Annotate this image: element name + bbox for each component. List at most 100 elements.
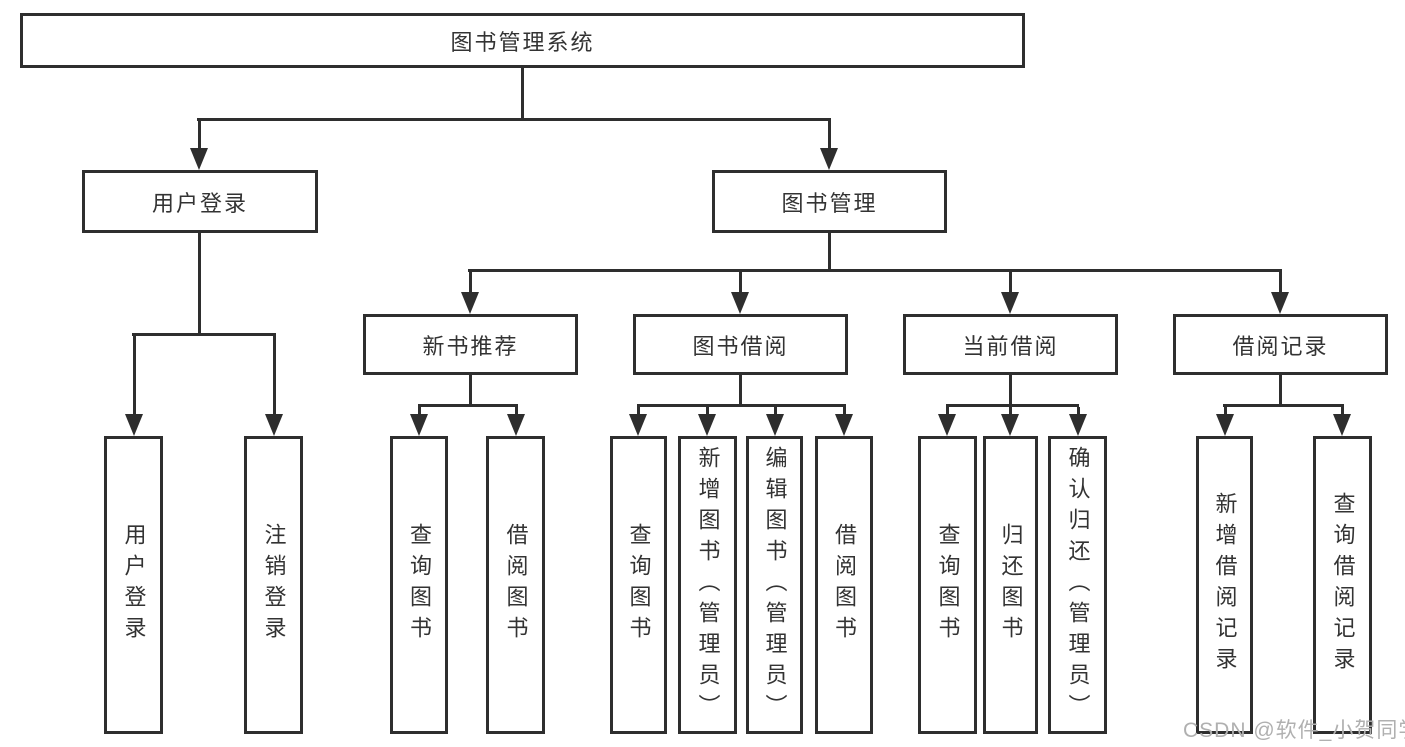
leaf-add-book-admin: 新增图书（管理员） bbox=[678, 436, 737, 734]
arrow-down-icon bbox=[820, 148, 838, 170]
connector-mgmt-drop bbox=[828, 233, 831, 271]
arrow-down-current-borrow bbox=[1001, 272, 1019, 314]
connector-newbooks-bar bbox=[418, 404, 518, 407]
leaf-edit-book-admin-label: 编辑图书（管理员） bbox=[762, 445, 788, 725]
leaf-query-borrow-record: 查询借阅记录 bbox=[1313, 436, 1372, 734]
leaf-return-book: 归还图书 bbox=[983, 436, 1038, 734]
leaf-borrow-books-borrow-label: 借阅图书 bbox=[832, 523, 857, 647]
leaf-borrow-books-newbooks-label: 借阅图书 bbox=[503, 523, 529, 647]
leaf-add-borrow-record-label: 新增借阅记录 bbox=[1212, 492, 1238, 678]
node-borrow-records-label: 借阅记录 bbox=[1232, 333, 1329, 359]
arrow-down-icon bbox=[1216, 414, 1234, 436]
node-book-borrow: 图书借阅 bbox=[633, 314, 848, 375]
arrow-down-icon bbox=[698, 414, 716, 436]
leaf-logout-label: 注销登录 bbox=[261, 523, 287, 647]
connector-login-drop bbox=[198, 233, 201, 335]
arrow-stem bbox=[842, 407, 846, 414]
leaf-return-book-label: 归还图书 bbox=[998, 523, 1024, 647]
node-book-management: 图书管理 bbox=[712, 170, 947, 233]
arrow-down-leaf-logout bbox=[265, 336, 283, 436]
arrow-stem bbox=[468, 272, 472, 292]
arrow-stem bbox=[417, 407, 421, 414]
node-current-borrow-label: 当前借阅 bbox=[962, 333, 1059, 359]
arrow-down-icon bbox=[1001, 292, 1019, 314]
arrow-down-icon bbox=[731, 292, 749, 314]
arrow-down-borrow-books-1 bbox=[507, 407, 525, 436]
connector-records-bar bbox=[1223, 404, 1344, 407]
arrow-stem bbox=[514, 407, 518, 414]
arrow-down-icon bbox=[1001, 414, 1019, 436]
arrow-down-icon bbox=[766, 414, 784, 436]
connector-login-bar bbox=[132, 333, 276, 336]
arrow-stem bbox=[272, 336, 276, 414]
leaf-query-books-newbooks: 查询图书 bbox=[390, 436, 448, 734]
arrow-down-icon bbox=[507, 414, 525, 436]
node-library-system: 图书管理系统 bbox=[20, 13, 1025, 68]
leaf-user-login: 用户登录 bbox=[104, 436, 163, 734]
arrow-stem bbox=[636, 407, 640, 414]
arrow-stem bbox=[1008, 272, 1012, 292]
node-user-login-label: 用户登录 bbox=[151, 190, 248, 216]
leaf-query-books-current-label: 查询图书 bbox=[935, 523, 961, 647]
arrow-down-icon bbox=[410, 414, 428, 436]
arrow-down-query-books-1 bbox=[410, 407, 428, 436]
leaf-query-books-current: 查询图书 bbox=[918, 436, 977, 734]
node-user-login: 用户登录 bbox=[82, 170, 318, 233]
leaf-user-login-label: 用户登录 bbox=[121, 523, 147, 647]
arrow-down-confirm-return bbox=[1069, 407, 1087, 436]
leaf-query-borrow-record-label: 查询借阅记录 bbox=[1330, 492, 1356, 678]
leaf-borrow-books-newbooks: 借阅图书 bbox=[486, 436, 545, 734]
connector-currentborrow-drop bbox=[1009, 375, 1012, 406]
arrow-down-icon bbox=[1333, 414, 1351, 436]
arrow-down-edit-book bbox=[766, 407, 784, 436]
arrow-stem bbox=[1076, 407, 1080, 414]
arrow-down-icon bbox=[190, 148, 208, 170]
connector-currentborrow-bar bbox=[946, 404, 1079, 407]
connector-root-drop bbox=[521, 68, 524, 121]
leaf-query-books-borrow-label: 查询图书 bbox=[626, 523, 652, 647]
arrow-down-query-books-3 bbox=[938, 407, 956, 436]
connector-records-drop bbox=[1279, 375, 1282, 406]
arrow-stem bbox=[132, 336, 136, 414]
connector-bookborrow-drop bbox=[739, 375, 742, 406]
node-new-book-recommend: 新书推荐 bbox=[363, 314, 578, 375]
arrow-stem bbox=[1223, 407, 1227, 414]
connector-level2-bar bbox=[197, 118, 831, 121]
arrow-down-borrow-books-2 bbox=[835, 407, 853, 436]
arrow-down-return-book bbox=[1001, 407, 1019, 436]
connector-bookborrow-bar bbox=[637, 404, 846, 407]
arrow-down-icon bbox=[938, 414, 956, 436]
node-book-borrow-label: 图书借阅 bbox=[692, 333, 789, 359]
arrow-stem bbox=[738, 272, 742, 292]
arrow-down-borrow-records bbox=[1271, 272, 1289, 314]
arrow-down-icon bbox=[629, 414, 647, 436]
arrow-stem bbox=[945, 407, 949, 414]
leaf-borrow-books-borrow: 借阅图书 bbox=[815, 436, 873, 734]
leaf-add-book-admin-label: 新增图书（管理员） bbox=[695, 445, 721, 725]
arrow-down-user-login bbox=[190, 121, 208, 170]
arrow-down-leaf-login bbox=[125, 336, 143, 436]
arrow-down-add-record bbox=[1216, 407, 1234, 436]
arrow-down-icon bbox=[125, 414, 143, 436]
connector-level3-bar bbox=[468, 269, 1282, 272]
arrow-stem bbox=[1340, 407, 1344, 414]
arrow-down-icon bbox=[461, 292, 479, 314]
node-current-borrow: 当前借阅 bbox=[903, 314, 1118, 375]
arrow-down-icon bbox=[1069, 414, 1087, 436]
csdn-watermark: CSDN @软件_小贺同学 bbox=[1183, 719, 1405, 742]
leaf-logout: 注销登录 bbox=[244, 436, 303, 734]
arrow-stem bbox=[827, 121, 831, 148]
arrow-down-icon bbox=[1271, 292, 1289, 314]
leaf-confirm-return-admin: 确认归还（管理员） bbox=[1048, 436, 1107, 734]
leaf-query-books-newbooks-label: 查询图书 bbox=[407, 523, 432, 647]
arrow-down-icon bbox=[265, 414, 283, 436]
node-book-management-label: 图书管理 bbox=[781, 190, 878, 216]
arrow-down-query-books-2 bbox=[629, 407, 647, 436]
leaf-query-books-borrow: 查询图书 bbox=[610, 436, 667, 734]
arrow-stem bbox=[1008, 407, 1012, 414]
leaf-add-borrow-record: 新增借阅记录 bbox=[1196, 436, 1253, 734]
arrow-stem bbox=[773, 407, 777, 414]
node-new-book-recommend-label: 新书推荐 bbox=[422, 333, 519, 359]
arrow-down-new-books bbox=[461, 272, 479, 314]
